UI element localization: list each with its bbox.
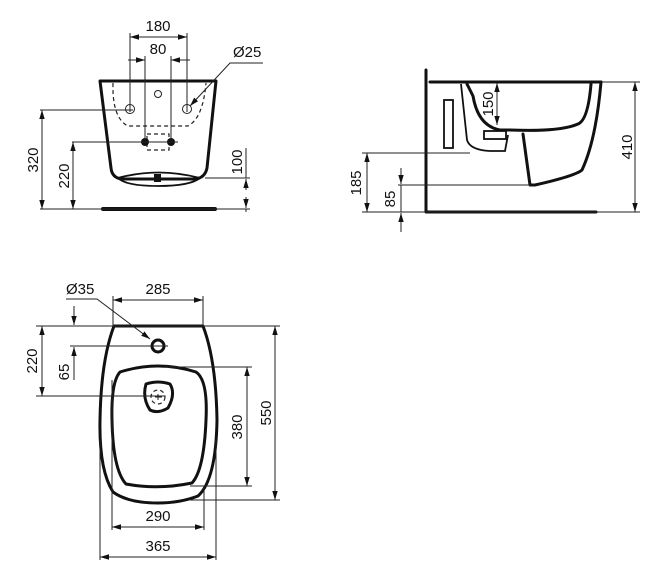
- dim-label-150: 150: [480, 91, 497, 116]
- side-drain: [483, 130, 507, 140]
- dim-label-365: 365: [145, 538, 170, 555]
- top-inner-bowl: [110, 364, 208, 489]
- top-outer-outline: [98, 324, 219, 505]
- dim-label-185: 185: [348, 170, 365, 195]
- dim-label-diameter-25: Ø25: [233, 44, 261, 61]
- spout-icon: [150, 389, 166, 405]
- dim-label-320: 320: [25, 147, 42, 172]
- tap-hole-icon: [154, 90, 162, 98]
- dim-label-380: 380: [229, 414, 246, 439]
- dim-label-220: 220: [56, 163, 73, 188]
- side-fixing-bracket: [443, 99, 454, 149]
- dim-label-diameter-35: Ø35: [66, 281, 94, 298]
- front-drain-mark: [154, 174, 161, 182]
- side-view: 410 150 185 85: [348, 68, 640, 232]
- dim-label-550: 550: [258, 400, 275, 425]
- front-bowl-base: [116, 171, 202, 187]
- front-bowl-outline: [98, 79, 218, 181]
- leader-diameter-25: [189, 62, 263, 107]
- dim-label-285: 285: [145, 281, 170, 298]
- dim-label-100: 100: [229, 149, 246, 174]
- side-bowl-inner: [465, 82, 593, 132]
- top-view: 285 Ø35 220 65 380 550 290 365: [24, 281, 280, 560]
- dim-label-80: 80: [150, 41, 167, 58]
- leader-diameter-35: [66, 298, 151, 340]
- dim-label-290: 290: [145, 508, 170, 525]
- spout-recess: [143, 380, 175, 414]
- front-hidden-bowl: [112, 82, 207, 127]
- side-extension-lines: [362, 81, 640, 213]
- front-view: 180 80 Ø25 320 220 100: [25, 18, 263, 212]
- front-extension-lines: [40, 33, 250, 210]
- dim-label-85: 85: [382, 191, 399, 208]
- dim-label-220-top: 220: [24, 348, 41, 373]
- dim-label-180: 180: [145, 18, 170, 35]
- wall-and-floor: [424, 68, 598, 214]
- dim-label-410: 410: [619, 134, 636, 159]
- side-waste-pipe: [460, 83, 509, 152]
- side-bowl-outer: [521, 80, 603, 187]
- dim-label-65: 65: [56, 364, 73, 381]
